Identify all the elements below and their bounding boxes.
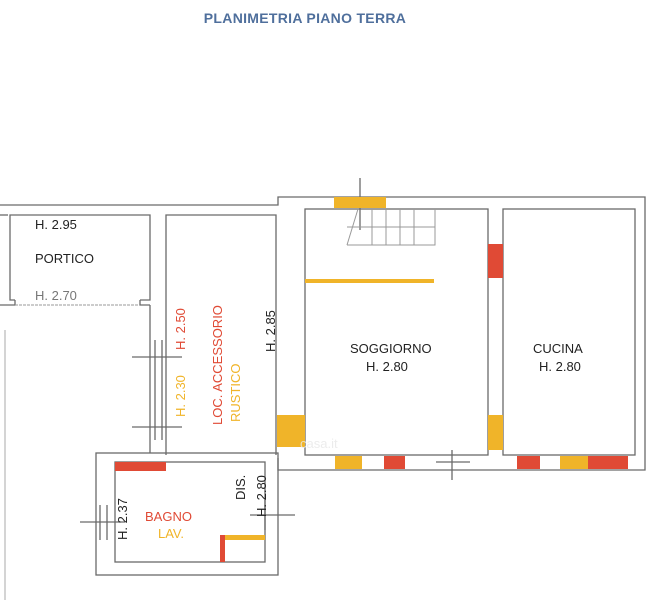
loc-height-c: H. 2.85 [263, 310, 278, 352]
soggiorno-height: H. 2.80 [366, 359, 408, 374]
cucina-label: CUCINA [533, 341, 583, 356]
stairs [346, 208, 436, 246]
portico-height-top: H. 2.95 [35, 217, 77, 232]
page-title: PLANIMETRIA PIANO TERRA [203, 10, 407, 26]
bagno-label: BAGNO [145, 509, 192, 524]
dis-height: H. 2.80 [254, 475, 269, 517]
color-markings [115, 197, 628, 562]
portico-height-bottom: H. 2.70 [35, 288, 77, 303]
bagno-height: H. 2.37 [115, 498, 130, 540]
soggiorno-label: SOGGIORNO [350, 341, 432, 356]
cucina-height: H. 2.80 [539, 359, 581, 374]
loc-label-rustico: RUSTICO [228, 364, 243, 423]
portico-label: PORTICO [35, 251, 94, 266]
dis-label: DIS. [233, 475, 248, 500]
lav-label: LAV. [158, 526, 184, 541]
loc-label: LOC. ACCESSORIO [210, 305, 225, 425]
walls [0, 178, 646, 600]
loc-height-a: H. 2.50 [173, 308, 188, 350]
watermark: casa.it [300, 436, 338, 451]
loc-height-b: H. 2.30 [173, 375, 188, 417]
